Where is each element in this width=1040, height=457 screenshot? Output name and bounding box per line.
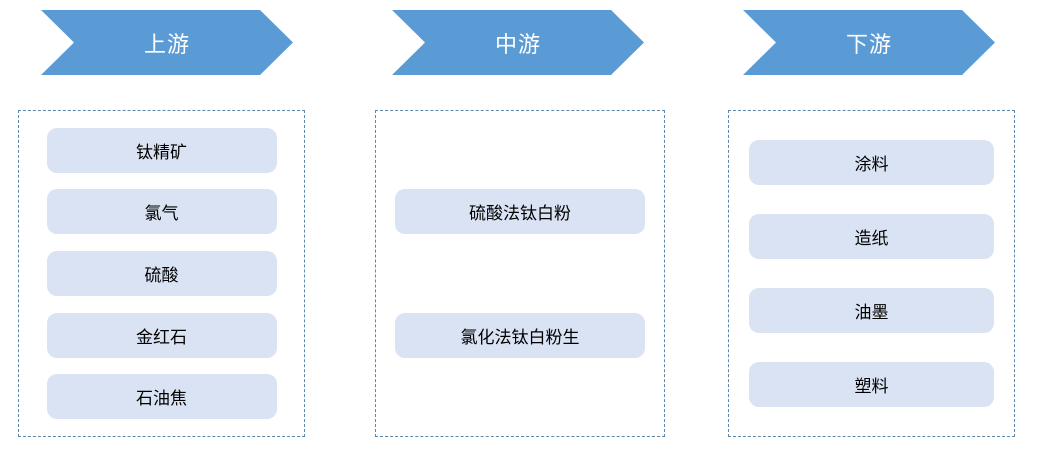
upstream-item-2-label: 氯气 [144, 204, 179, 224]
downstream-item-3: 油墨 [749, 288, 994, 333]
downstream-item-4-label: 塑料 [854, 377, 889, 396]
downstream-item-1-label: 涂料 [854, 155, 889, 174]
upstream-item-5-label: 石油焦 [136, 389, 187, 409]
upstream-item-1: 钛精矿 [46, 127, 277, 173]
midstream-panel: 硫酸法钛白粉 氯化法钛白粉生 [375, 110, 665, 437]
upstream-item-2: 氯气 [46, 189, 277, 235]
downstream-item-2: 造纸 [749, 214, 994, 259]
stage-label-upstream: 上游 [143, 31, 190, 57]
stage-arrow-midstream: 中游 [392, 10, 644, 75]
upstream-panel: 钛精矿 氯气 硫酸 金红石 石油焦 [18, 110, 305, 437]
downstream-item-3-label: 油墨 [854, 303, 889, 322]
upstream-item-4: 金红石 [46, 312, 277, 358]
stage-label-downstream: 下游 [845, 31, 892, 57]
midstream-item-2: 氯化法钛白粉生 [395, 312, 645, 358]
upstream-item-5: 石油焦 [46, 374, 277, 420]
upstream-item-3: 硫酸 [46, 250, 277, 296]
stage-arrow-upstream: 上游 [41, 10, 293, 75]
downstream-panel: 涂料 造纸 油墨 塑料 [728, 110, 1015, 437]
midstream-item-2-label: 氯化法钛白粉生 [460, 327, 580, 347]
stage-label-midstream: 中游 [494, 31, 541, 57]
upstream-item-1-label: 钛精矿 [136, 142, 187, 162]
downstream-item-1: 涂料 [749, 140, 994, 185]
downstream-item-4: 塑料 [749, 362, 994, 407]
midstream-item-1: 硫酸法钛白粉 [395, 189, 645, 235]
midstream-item-1-label: 硫酸法钛白粉 [469, 204, 571, 224]
stage-arrow-downstream: 下游 [743, 10, 995, 75]
downstream-item-2-label: 造纸 [854, 229, 889, 248]
upstream-item-3-label: 硫酸 [144, 265, 179, 285]
upstream-item-4-label: 金红石 [136, 327, 187, 347]
